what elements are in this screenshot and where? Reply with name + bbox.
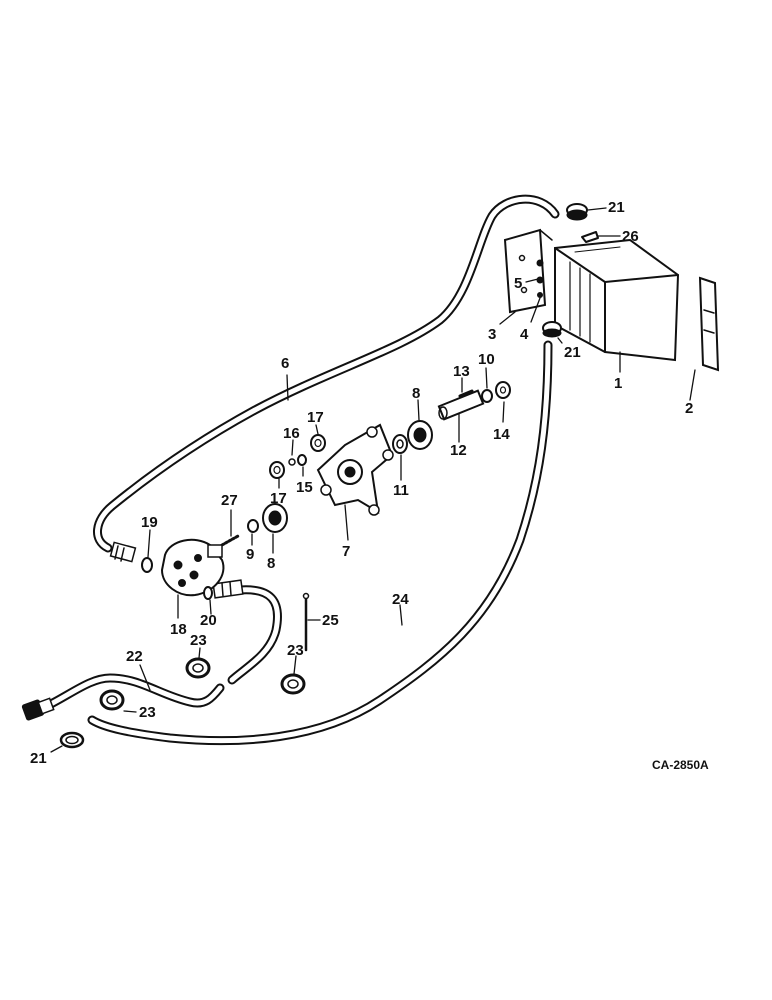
callout-19: 19 [141, 514, 158, 531]
callout-23-a: 23 [190, 632, 207, 649]
tube-22 [21, 673, 225, 721]
callout-17-upper: 17 [307, 409, 324, 426]
callout-20: 20 [200, 612, 217, 629]
fan-hub [316, 423, 394, 516]
callout-25: 25 [322, 612, 339, 629]
pin-27 [220, 534, 240, 547]
callout-15: 15 [296, 479, 313, 496]
callout-4: 4 [520, 326, 529, 343]
o-ring-20 [203, 586, 213, 600]
clamp-21-mid [542, 321, 562, 338]
baffle [698, 276, 720, 372]
callout-27: 27 [221, 492, 238, 509]
grommet-23-c [99, 689, 125, 711]
washer-14 [495, 381, 511, 399]
clip-26 [581, 231, 599, 243]
grommet-23-b [280, 673, 306, 695]
callout-9: 9 [246, 546, 254, 563]
washer-10 [481, 389, 493, 403]
callout-24: 24 [392, 591, 409, 608]
callout-13: 13 [453, 363, 470, 380]
callout-8-lower: 8 [267, 555, 275, 572]
part-16 [288, 458, 296, 466]
callout-21-bottom: 21 [30, 750, 47, 767]
pump-outlet-hose [212, 579, 282, 685]
callout-12: 12 [450, 442, 467, 459]
callout-3: 3 [488, 326, 496, 343]
drawing-code: CA-2850A [652, 758, 709, 772]
rod-25 [302, 592, 310, 652]
bracket [503, 228, 553, 314]
o-ring-19 [141, 557, 153, 573]
callout-26: 26 [622, 228, 639, 245]
hose-24 [87, 340, 553, 746]
callout-16: 16 [283, 425, 300, 442]
callouts: 21 26 5 3 4 21 1 2 6 13 10 8 14 12 11 17… [30, 199, 693, 767]
callout-8-upper: 8 [412, 385, 420, 402]
callout-5: 5 [514, 275, 522, 292]
washer-17-lower [269, 461, 285, 479]
callout-21-top: 21 [608, 199, 625, 216]
clamp-21-top [566, 203, 588, 221]
pump [160, 538, 225, 597]
callout-6: 6 [281, 355, 289, 372]
bearing-8-upper [407, 420, 433, 450]
callout-17-lower: 17 [270, 490, 287, 507]
oil-cooler [554, 238, 680, 362]
callout-1: 1 [614, 375, 622, 392]
hose-6 [93, 194, 560, 563]
shaft-12 [437, 389, 485, 421]
callout-10: 10 [478, 351, 495, 368]
callout-14: 14 [493, 426, 510, 443]
callout-7: 7 [342, 543, 350, 560]
key-13 [458, 389, 474, 398]
callout-21-mid: 21 [564, 344, 581, 361]
callout-2: 2 [685, 400, 693, 417]
callout-23-b: 23 [287, 642, 304, 659]
callout-18: 18 [170, 621, 187, 638]
callout-22: 22 [126, 648, 143, 665]
leader-lines [50, 207, 696, 753]
spacer-11 [392, 434, 408, 454]
part-15 [297, 454, 307, 466]
clamp-21-bottom [59, 731, 85, 749]
ring-9 [247, 519, 259, 533]
callout-23-c: 23 [139, 704, 156, 721]
callout-11: 11 [393, 482, 409, 499]
grommet-23-a [185, 657, 211, 679]
bearing-8-lower [262, 503, 288, 533]
washer-17-upper [310, 434, 326, 452]
